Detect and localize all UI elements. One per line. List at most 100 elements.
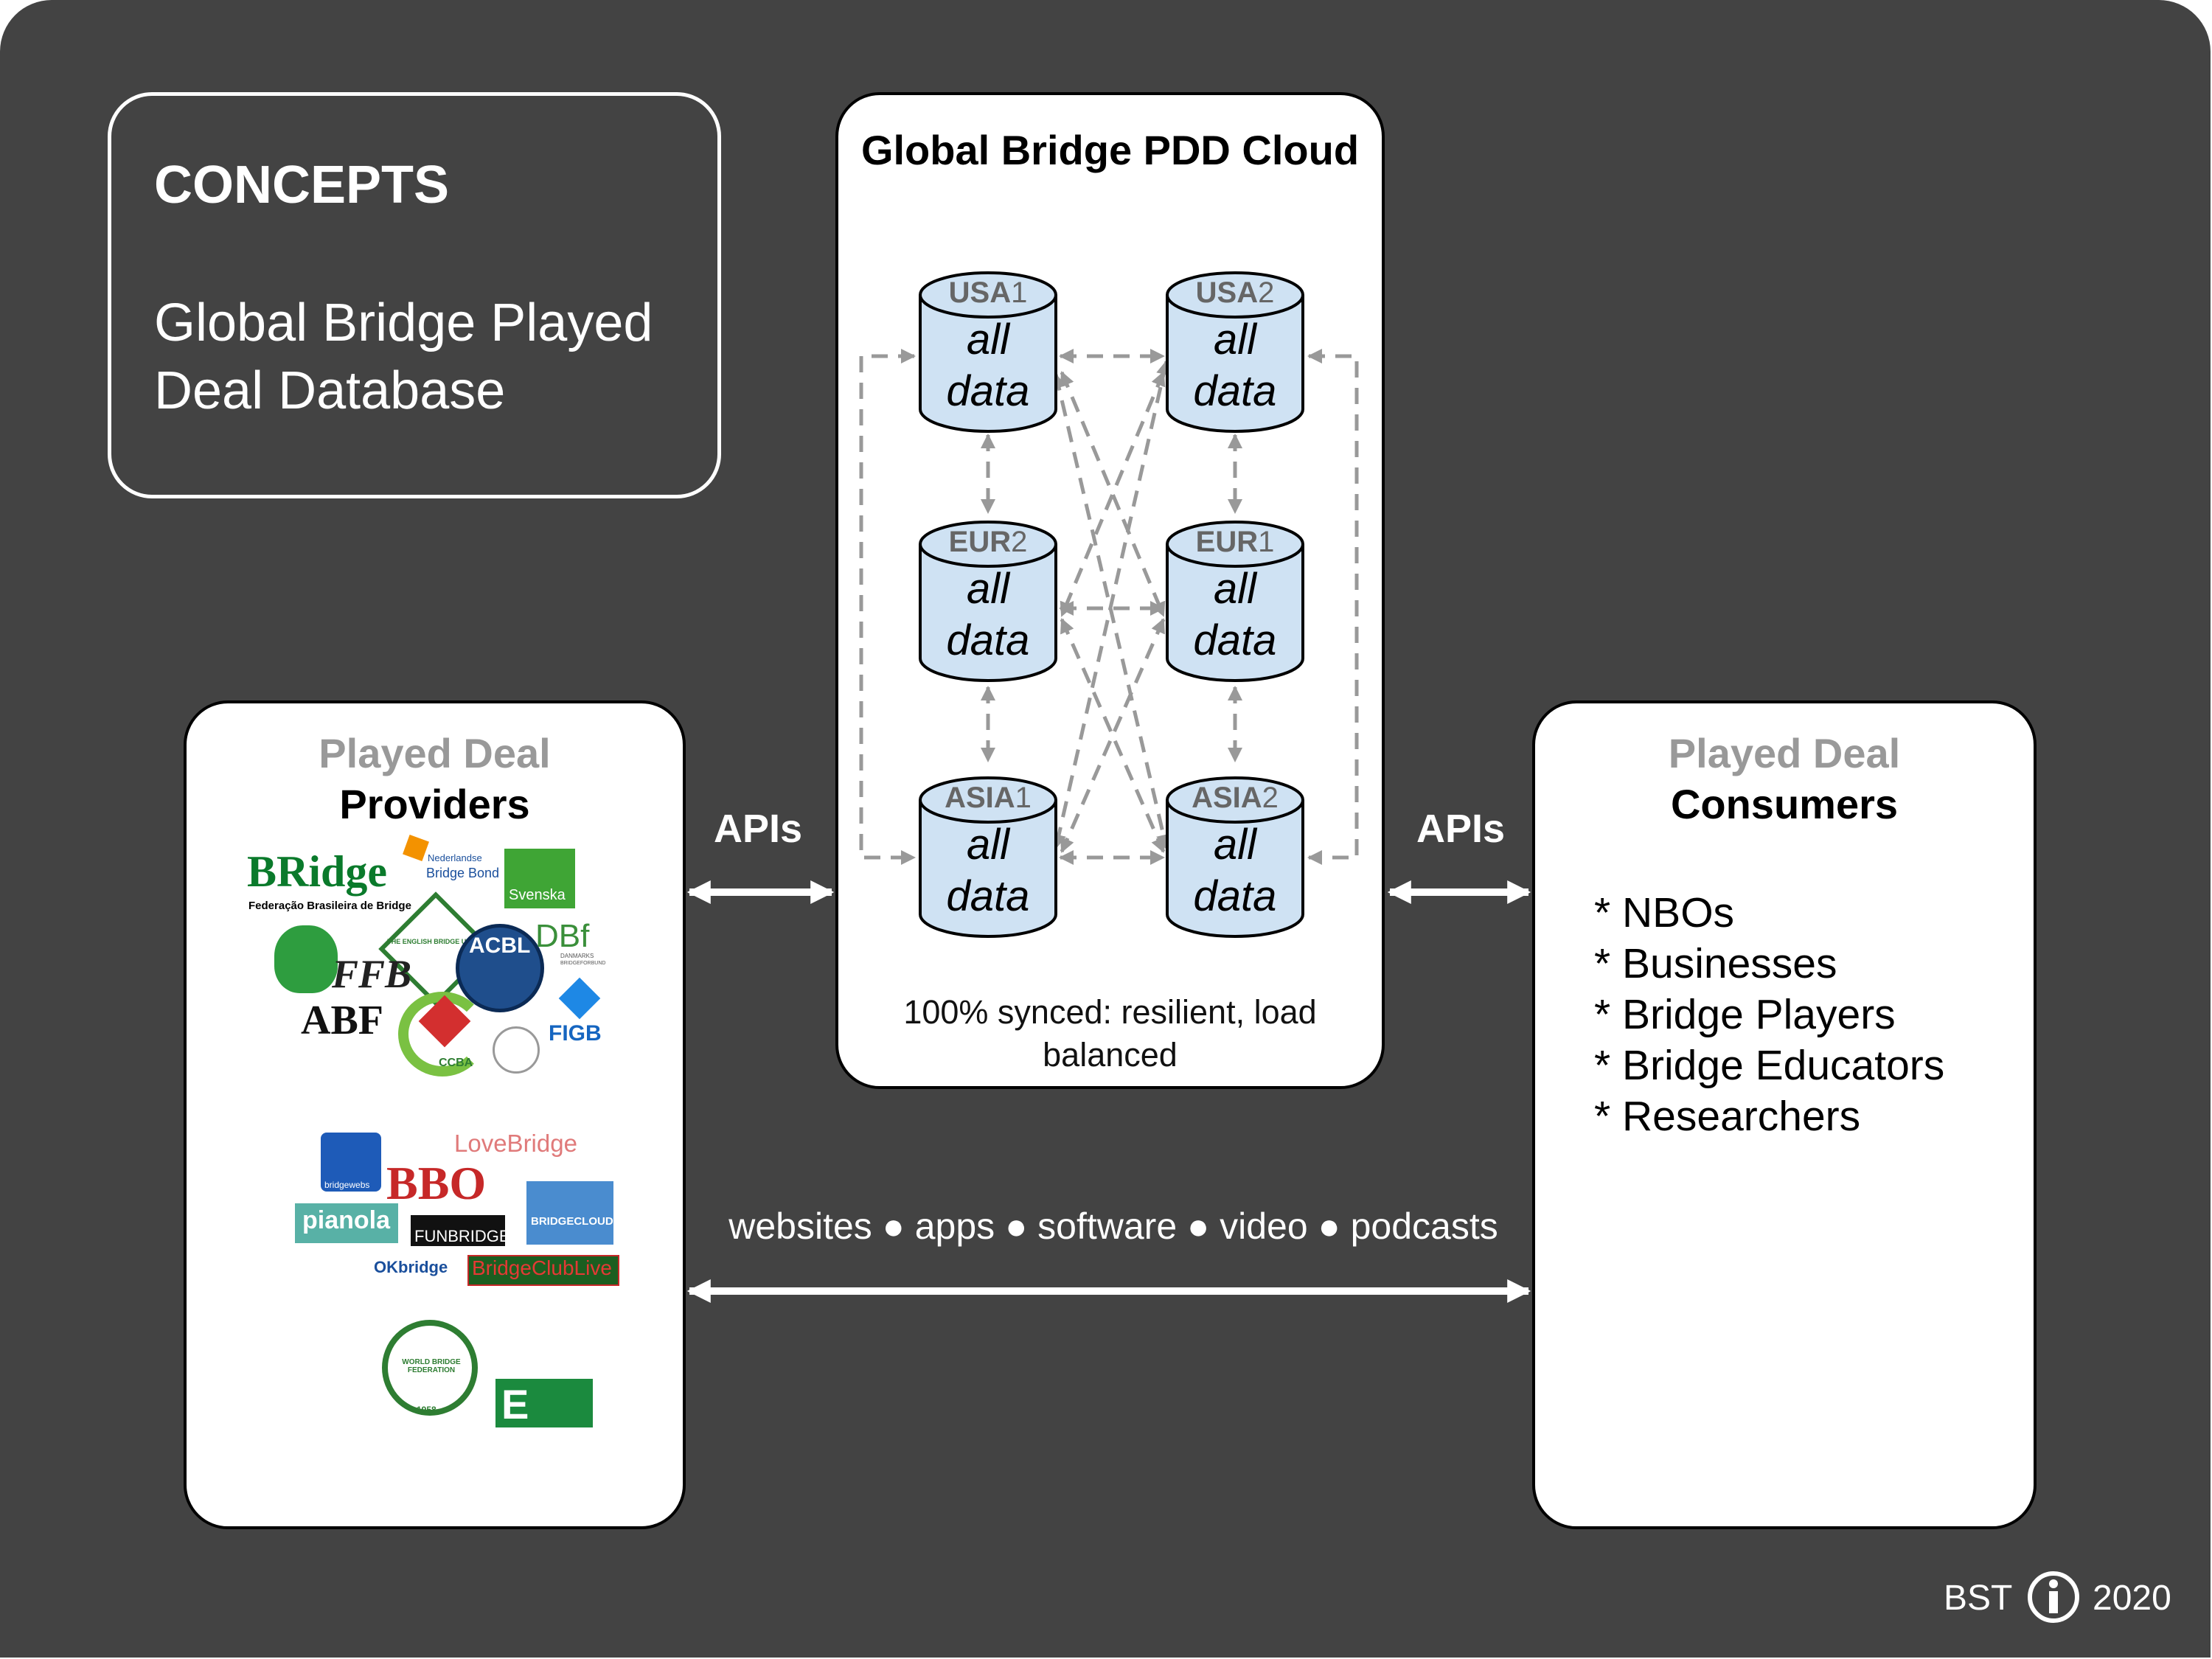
wbf-logo: WORLD BRIDGE FEDERATION: [402, 1358, 461, 1374]
ebl-logo: E: [501, 1381, 529, 1427]
node-text-line2: data: [1194, 616, 1277, 664]
okbridge-logo: OKbridge: [374, 1258, 448, 1276]
bridgewebs-icon: [321, 1133, 381, 1192]
node-text-line1: all: [1214, 821, 1258, 869]
bbo-logo: BBO: [386, 1157, 487, 1209]
node-region: EUR: [949, 526, 1012, 558]
node-text-line1: all: [967, 565, 1011, 613]
credit-org: BST: [1944, 1579, 2013, 1618]
svg-text:USA1: USA1: [949, 276, 1028, 309]
funbridge-logo-bg: [411, 1215, 505, 1246]
node-region: ASIA: [945, 782, 1015, 814]
bridgeclublive-logo-bg: [467, 1255, 619, 1286]
cloud-title: Global Bridge PDD Cloud: [860, 127, 1360, 173]
svg-text:ASIA2: ASIA2: [1192, 782, 1279, 814]
dbf-logo: DBf: [535, 918, 590, 954]
wbf-year: 1958: [417, 1405, 437, 1415]
svg-text:EUR2: EUR2: [949, 526, 1028, 558]
ccba-logo: CCBA: [439, 1057, 473, 1069]
federation-seal-icon: [493, 1026, 540, 1074]
svenska-logo: Svenska: [509, 887, 566, 903]
bridgecloud-logo: BRIDGECLOUD: [531, 1215, 613, 1228]
db-cylinder-asia2: ASIA2 all data: [1166, 776, 1304, 938]
providers-header: Providers: [339, 781, 530, 827]
svenska-logo-bg: [504, 849, 575, 908]
database-nodes: USA1 all data USA2 all data EUR2 all dat…: [919, 271, 1304, 938]
sync-arrows: [859, 349, 1359, 865]
node-text-line2: data: [947, 872, 1030, 920]
api-arrows: [686, 880, 1531, 1304]
node-number: 1: [1258, 526, 1274, 558]
consumer-item: * Researchers: [1594, 1093, 1861, 1140]
abf-logo: ABF: [301, 998, 383, 1043]
pianola-logo: pianola: [302, 1206, 391, 1234]
accessibility-icon: [2028, 1571, 2079, 1623]
consumers-header-gray: Played Deal: [1668, 730, 1901, 776]
node-region: USA: [949, 276, 1011, 309]
credit-year: 2020: [2093, 1579, 2171, 1618]
concepts-box: CONCEPTS Global Bridge Played Deal Datab…: [108, 92, 721, 498]
consumer-item: * Businesses: [1594, 940, 1837, 987]
svg-text:ASIA1: ASIA1: [945, 782, 1032, 814]
node-number: 2: [1262, 782, 1279, 814]
node-text-line1: all: [967, 821, 1011, 869]
consumer-list: * NBOs * Businesses * Bridge Players * B…: [1594, 888, 1944, 1142]
node-text-line1: all: [1214, 565, 1258, 613]
cloud-footer: 100% synced: resilient, load balanced: [903, 993, 1317, 1074]
acbl-logo: ACBL: [469, 933, 531, 958]
svg-text:EUR1: EUR1: [1196, 526, 1275, 558]
bridgewebs-logo: bridgewebs: [324, 1180, 370, 1190]
dbf-caption: DANMARKS: [560, 953, 594, 959]
nbb-caption: Nederlandse: [428, 852, 482, 863]
sync-arrow: [859, 349, 916, 865]
ffb-tree-icon: [274, 925, 338, 993]
node-text-line2: data: [1194, 367, 1277, 415]
providers-header-gray: Played Deal: [319, 730, 551, 776]
node-region: USA: [1196, 276, 1258, 309]
consumers-header: Consumers: [1670, 781, 1899, 827]
wbf-logo-icon: [382, 1320, 478, 1416]
pianola-logo-bg: [295, 1203, 398, 1243]
db-cylinder-eur2: EUR2 all data: [919, 521, 1057, 682]
channels-label: websites ● apps ● software ● video ● pod…: [728, 1206, 1498, 1247]
node-text-line2: data: [947, 367, 1030, 415]
node-number: 1: [1011, 276, 1027, 309]
apis-label-left: APIs: [714, 807, 803, 851]
cbb-logo: BRidge: [247, 847, 388, 896]
db-cylinder-asia1: ASIA1 all data: [919, 776, 1057, 938]
ffb-logo: FFB: [332, 952, 412, 996]
sync-arrow: [1307, 349, 1359, 865]
consumers-box: Played Deal Consumers * NBOs * Businesse…: [1532, 700, 2037, 1529]
consumer-item: * NBOs: [1594, 889, 1735, 936]
db-cylinder-usa1: USA1 all data: [919, 271, 1057, 433]
consumer-item: * Bridge Players: [1594, 991, 1896, 1038]
lovebridge-logo: LoveBridge: [454, 1130, 577, 1157]
db-cylinder-usa2: USA2 all data: [1166, 271, 1304, 433]
concepts-heading: CONCEPTS: [154, 156, 450, 215]
cbb-caption: Federação Brasileira de Bridge: [248, 900, 411, 912]
node-number: 2: [1011, 526, 1027, 558]
bridgecloud-logo-bg: [526, 1181, 613, 1245]
db-cylinder-eur1: EUR1 all data: [1166, 521, 1304, 682]
ebl-logo-bg: [495, 1379, 593, 1427]
node-text-line2: data: [947, 616, 1030, 664]
node-text-line2: data: [1194, 872, 1277, 920]
funbridge-logo: FUNBRIDGE: [414, 1227, 510, 1245]
bridgeclublive-logo: BridgeClubLive: [472, 1256, 612, 1279]
svg-text:USA2: USA2: [1196, 276, 1275, 309]
acbl-logo-icon: [456, 924, 544, 1012]
node-region: EUR: [1196, 526, 1259, 558]
node-region: ASIA: [1192, 782, 1262, 814]
ebu-logo: THE ENGLISH BRIDGE UNION: [387, 938, 483, 945]
apis-label-right: APIs: [1416, 807, 1506, 851]
nbb-logo: Bridge Bond: [426, 866, 500, 880]
node-text-line1: all: [1214, 316, 1258, 364]
node-number: 1: [1015, 782, 1032, 814]
concepts-subtitle: Global Bridge Played Deal Database: [154, 293, 653, 420]
node-text-line1: all: [967, 316, 1011, 364]
figb-logo: FIGB: [549, 1021, 602, 1046]
dbf-caption-2: BRIDGEFORBUND: [560, 961, 606, 966]
consumer-item: * Bridge Educators: [1594, 1042, 1945, 1089]
sync-arrow: [1051, 360, 1171, 849]
node-number: 2: [1258, 276, 1274, 309]
